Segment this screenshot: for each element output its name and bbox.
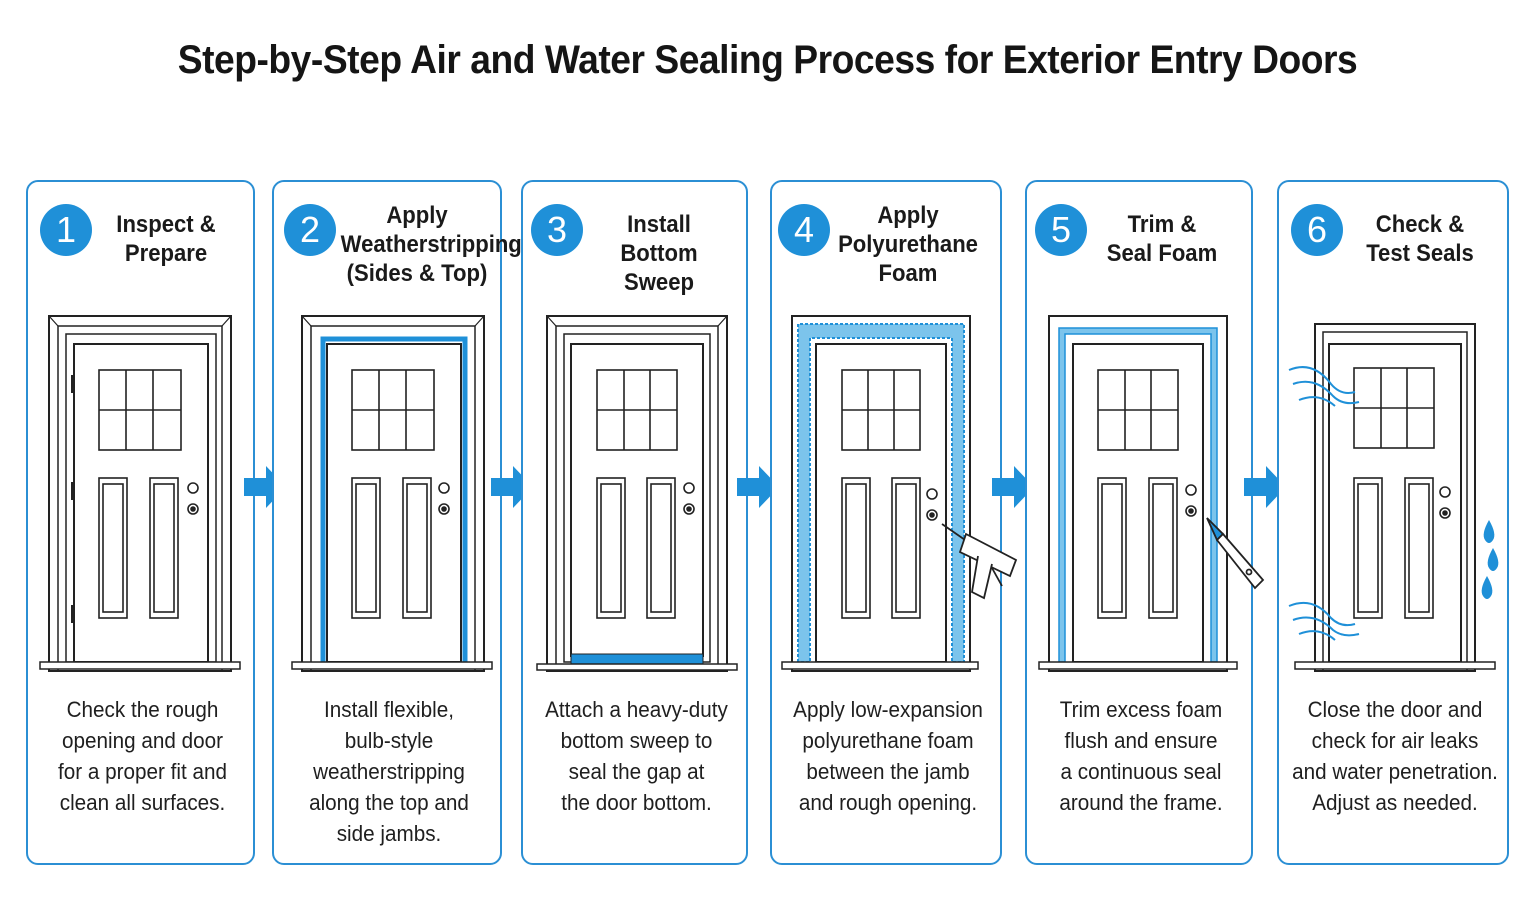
step-panel-5: 5 Trim & Seal Foam Trim excess foam flus… (1025, 180, 1265, 865)
door-frame (48, 315, 232, 672)
page-title: Step-by-Step Air and Water Sealing Proce… (177, 38, 1358, 82)
door-panels (351, 477, 432, 619)
step-title: Apply Polyurethane Foam (838, 202, 978, 287)
step-description: Apply low-expansion polyurethane foam be… (793, 697, 983, 815)
door-knob-icon (1439, 486, 1451, 519)
door-window (841, 369, 921, 451)
door-panels (596, 477, 676, 619)
step-number-badge: 5 (1035, 204, 1087, 256)
door-knob-icon (187, 482, 199, 515)
step-number-badge: 1 (40, 204, 92, 256)
door-illustration (39, 315, 241, 672)
door-knob-icon (438, 482, 450, 515)
door-illustration (1038, 315, 1265, 672)
door-knob-icon (926, 488, 938, 521)
threshold (1294, 661, 1496, 670)
threshold (291, 661, 493, 670)
door-panels (98, 477, 179, 619)
step-title: Install Bottom Sweep (620, 211, 698, 296)
door-knob-icon (1185, 484, 1197, 517)
door-window (1097, 369, 1179, 451)
threshold (39, 661, 241, 670)
door-knob-icon (683, 482, 695, 515)
step-title: Inspect & Prepare (116, 211, 216, 267)
threshold (1038, 661, 1238, 670)
door-panels (1353, 477, 1434, 619)
door-illustration (536, 315, 738, 672)
bottom-sweep (570, 653, 704, 665)
step-description: Trim excess foam flush and ensure a cont… (1059, 697, 1223, 815)
door-frame (1314, 323, 1476, 672)
step-panel-6: 6 Check & Test Seals (1277, 180, 1509, 865)
step-panel-3: 3 Install Bottom Sweep Attach a heavy-du… (521, 180, 748, 865)
door-illustration (1288, 323, 1499, 672)
step-description: Install flexible, bulb-style weatherstri… (309, 697, 469, 846)
step-description: Attach a heavy-duty bottom sweep to seal… (545, 697, 728, 815)
hinge-icon (71, 375, 75, 623)
water-drop-icon (1481, 520, 1499, 599)
arrow-right-icon (1242, 464, 1288, 510)
step-description: Close the door and check for air leaks a… (1292, 697, 1498, 815)
door-panels (1097, 477, 1178, 619)
utility-knife-icon (1206, 517, 1265, 590)
step-title: Check & Test Seals (1366, 211, 1474, 267)
polyurethane-foam (797, 323, 965, 663)
door-frame (546, 315, 728, 672)
foam-gun-icon (941, 523, 1018, 600)
step-panel-1: 1 Inspect & Prepare Check the rough open… (26, 180, 255, 865)
door-window (351, 369, 435, 451)
door-window (596, 369, 678, 451)
threshold (536, 663, 738, 671)
door-window (98, 369, 182, 451)
door-frame (301, 315, 485, 672)
step-description: Check the rough opening and door for a p… (58, 697, 227, 815)
door-illustration (781, 315, 1018, 672)
step-number-badge: 3 (531, 204, 583, 256)
threshold (781, 661, 979, 670)
door-window (1353, 367, 1435, 449)
weatherstripping (320, 336, 468, 662)
step-panel-4: 4 Apply Polyurethane Foam Apply low-expa… (770, 180, 1018, 865)
step-number-badge: 4 (778, 204, 830, 256)
arrow-right-icon (735, 464, 781, 510)
arrow-right-icon (990, 464, 1036, 510)
step-title: Trim & Seal Foam (1106, 211, 1218, 267)
step-panel-2: 2 Apply Weatherstripping (Sides & Top) I… (272, 180, 522, 865)
door-panels (841, 477, 921, 619)
door-illustration (291, 315, 493, 672)
air-flow-icon (1288, 366, 1360, 641)
step-number-badge: 6 (1291, 204, 1343, 256)
step-title: Apply Weatherstripping (Sides & Top) (340, 202, 522, 287)
step-number-badge: 2 (284, 204, 336, 256)
door-leaf (1072, 343, 1204, 663)
door-leaf (815, 343, 947, 663)
